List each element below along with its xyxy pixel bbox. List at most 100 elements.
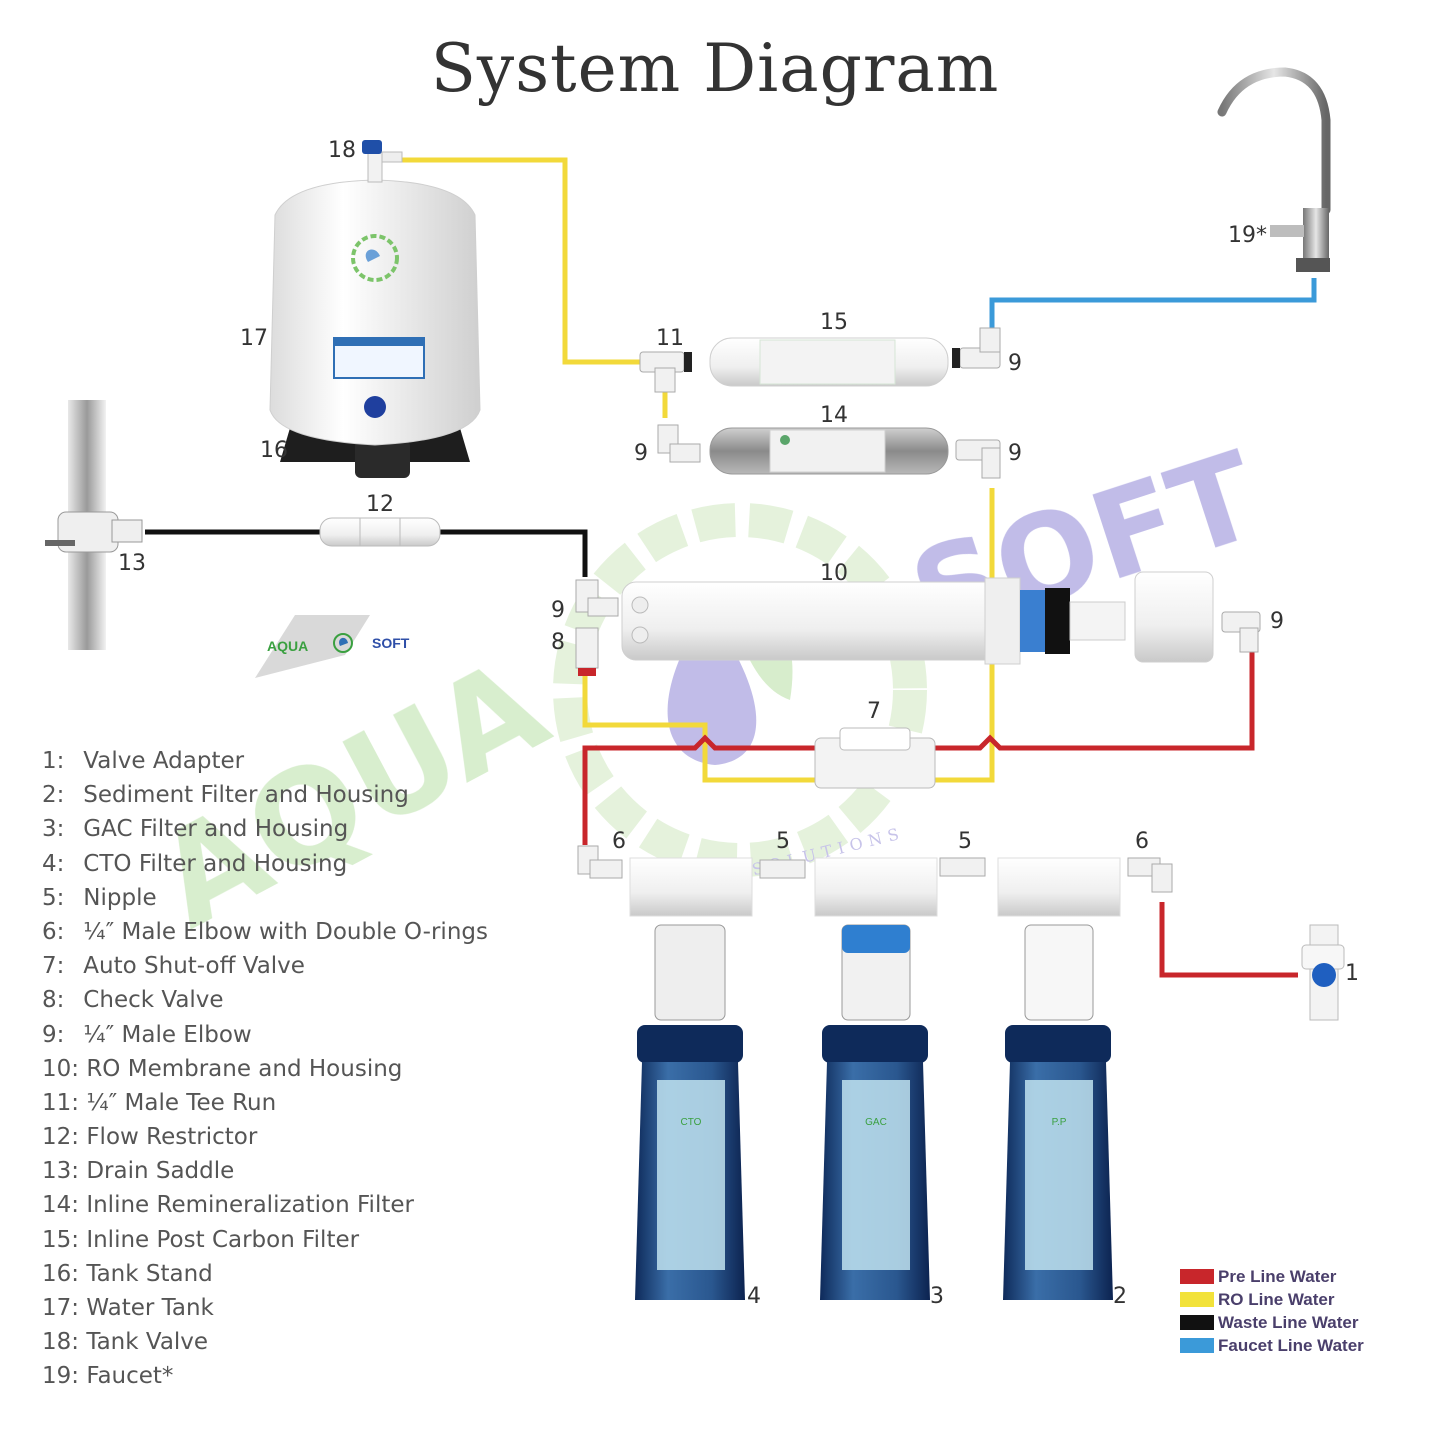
- component-name: Sediment Filter and Housing: [76, 782, 409, 809]
- callout-6b: 6: [1135, 829, 1149, 854]
- component-item: 2: Sediment Filter and Housing: [42, 778, 488, 812]
- component-number: 13:: [42, 1158, 80, 1185]
- component-item: 8: Check Valve: [42, 983, 488, 1017]
- component-number: 19:: [42, 1363, 80, 1390]
- component-item: 4: CTO Filter and Housing: [42, 847, 488, 881]
- component-number: 9:: [42, 1021, 65, 1048]
- callout-1: 1: [1345, 961, 1359, 986]
- component-item: 9: ¼″ Male Elbow: [42, 1018, 488, 1052]
- callout-16: 16: [260, 438, 288, 463]
- component-item: 17: Water Tank: [42, 1291, 488, 1325]
- callout-15: 15: [820, 310, 848, 335]
- callout-17: 17: [240, 326, 268, 351]
- shutoff-valve-icon: [814, 727, 936, 789]
- filter-4-label: CTO: [681, 1117, 702, 1128]
- pre-line: [582, 650, 1298, 978]
- callout-3: 3: [930, 1284, 944, 1309]
- component-name: Nipple: [76, 884, 157, 911]
- tank-body: [269, 179, 481, 446]
- callouts: 1 2 3 4 5 5 6 6 7 8 9 9 9 9 9 10 11 12 1…: [118, 138, 1359, 1309]
- callout-18: 18: [328, 138, 356, 163]
- component-number: 8:: [42, 987, 65, 1014]
- faucet-icon: [1217, 67, 1331, 272]
- component-item: 19: Faucet*: [42, 1359, 488, 1393]
- component-number: 6:: [42, 918, 65, 945]
- water-tank: [269, 140, 481, 478]
- component-name: Valve Adapter: [76, 748, 245, 774]
- callout-9-tee: 9: [551, 598, 565, 623]
- component-number: 3:: [42, 816, 65, 843]
- callout-9-remin-right: 9: [1008, 441, 1022, 466]
- callout-10: 10: [820, 561, 848, 586]
- callout-9-post: 9: [1008, 351, 1022, 376]
- callout-11: 11: [656, 326, 684, 351]
- component-name: Tank Valve: [79, 1329, 209, 1356]
- component-name: ¼″ Male Elbow: [76, 1021, 252, 1048]
- callout-5b: 5: [958, 829, 972, 854]
- component-number: 16:: [42, 1260, 80, 1287]
- ro-membrane-housing: [575, 571, 1261, 676]
- callout-7: 7: [867, 699, 881, 724]
- component-item: 15: Inline Post Carbon Filter: [42, 1223, 488, 1257]
- component-item: 6: ¼″ Male Elbow with Double O-rings: [42, 915, 488, 949]
- component-number: 1:: [42, 748, 65, 774]
- callout-4: 4: [747, 1284, 761, 1309]
- key-label: Waste Line Water: [1218, 1312, 1359, 1332]
- key-swatch: [1180, 1269, 1214, 1284]
- filter-2-label: P.P: [1052, 1117, 1067, 1128]
- component-name: Water Tank: [79, 1295, 214, 1321]
- inline-post-carbon-filter: [639, 327, 1001, 393]
- key-swatch: [1180, 1338, 1214, 1353]
- flow-restrictor-icon: [319, 517, 441, 547]
- callout-9-remin-left: 9: [634, 441, 648, 466]
- component-item: 14: Inline Remineralization Filter: [42, 1188, 488, 1222]
- key-label: Pre Line Water: [1218, 1266, 1337, 1286]
- logo-right-text: SOFT: [372, 635, 410, 651]
- callout-2: 2: [1113, 1284, 1127, 1309]
- component-name: Tank Stand: [79, 1260, 213, 1287]
- callout-13: 13: [118, 551, 146, 576]
- key-swatch: [1180, 1315, 1214, 1330]
- component-name: ¼″ Male Elbow with Double O-rings: [76, 918, 488, 945]
- component-number: 4:: [42, 850, 65, 877]
- component-item: 11: ¼″ Male Tee Run: [42, 1086, 488, 1120]
- component-item: 12: Flow Restrictor: [42, 1120, 488, 1154]
- tank-valve-icon: [362, 140, 403, 183]
- component-number: 2:: [42, 782, 65, 809]
- component-name: Auto Shut-off Valve: [76, 953, 305, 980]
- component-number: 7:: [42, 953, 65, 980]
- component-item: 13: Drain Saddle: [42, 1154, 488, 1188]
- membrane-cap: [1134, 571, 1214, 663]
- filter-housing-3: GAC: [814, 857, 938, 1300]
- component-name: CTO Filter and Housing: [76, 850, 348, 877]
- component-item: 5: Nipple: [42, 881, 488, 915]
- component-name: RO Membrane and Housing: [79, 1055, 403, 1082]
- component-name: ¼″ Male Tee Run: [79, 1089, 277, 1116]
- callout-8: 8: [551, 630, 565, 655]
- callout-14: 14: [820, 403, 848, 428]
- key-row: Waste Line Water: [1180, 1311, 1364, 1334]
- component-number: 18:: [42, 1329, 80, 1356]
- component-name: Check Valve: [76, 987, 224, 1014]
- component-number: 11:: [42, 1089, 80, 1116]
- housing-fittings: [577, 845, 1173, 893]
- filter-housing-2: P.P: [997, 857, 1121, 1300]
- key-label: Faucet Line Water: [1218, 1335, 1364, 1355]
- valve-adapter-icon: [1301, 924, 1345, 1021]
- component-name: Drain Saddle: [79, 1158, 235, 1185]
- component-number: 15:: [42, 1226, 80, 1253]
- waste-line: [145, 529, 588, 577]
- brand-logo: AQUA SOFT: [255, 615, 410, 678]
- component-number: 17:: [42, 1295, 80, 1321]
- key-label: RO Line Water: [1218, 1289, 1335, 1309]
- component-name: Faucet*: [79, 1363, 174, 1390]
- component-item: 1: Valve Adapter: [42, 744, 488, 778]
- filter-housing-4: CTO: [629, 857, 753, 1300]
- component-number: 5:: [42, 884, 65, 911]
- component-item: 7: Auto Shut-off Valve: [42, 949, 488, 983]
- component-item: 3: GAC Filter and Housing: [42, 812, 488, 846]
